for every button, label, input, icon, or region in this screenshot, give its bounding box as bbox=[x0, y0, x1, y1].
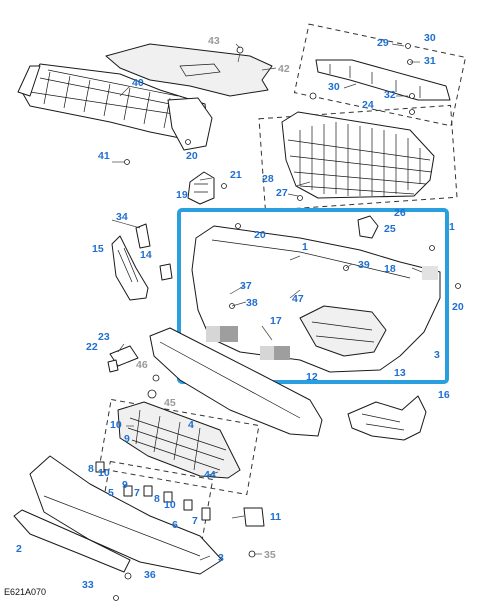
grille-bracket-group-box bbox=[293, 23, 467, 127]
lower-grille bbox=[117, 401, 241, 479]
figure-reference-code: E621A070 bbox=[4, 587, 47, 597]
callout-12: 12 bbox=[306, 371, 318, 383]
callout-21: 21 bbox=[230, 169, 242, 181]
lower-grille-group-box bbox=[98, 398, 260, 496]
callout-32: 32 bbox=[384, 89, 396, 101]
callout-30b: 30 bbox=[328, 81, 340, 93]
grille-group-box bbox=[258, 104, 458, 212]
callout-25: 25 bbox=[384, 223, 396, 235]
callout-29: 29 bbox=[377, 37, 389, 49]
callout-28: 28 bbox=[262, 173, 274, 185]
callout-17: 17 bbox=[270, 315, 282, 327]
callout-13: 13 bbox=[394, 367, 406, 379]
side-bracket-small bbox=[124, 139, 227, 205]
callout-20-right: 20 bbox=[452, 301, 464, 313]
callout-45: 45 bbox=[164, 397, 176, 409]
callout-10-lower: 10 bbox=[164, 499, 176, 511]
bumper-reinforcement-beam bbox=[17, 63, 213, 151]
callout-20-top: 20 bbox=[254, 229, 266, 241]
callout-42: 42 bbox=[278, 63, 290, 75]
callout-26: 26 bbox=[394, 207, 406, 219]
callout-1: 1 bbox=[302, 241, 308, 253]
callout-3-right: 3 bbox=[434, 349, 440, 361]
upper-cover-panel bbox=[105, 43, 273, 97]
callout-31: 31 bbox=[424, 55, 436, 67]
callout-35: 35 bbox=[264, 549, 276, 561]
bumper-cover-highlight-frame bbox=[177, 208, 449, 384]
callout-33: 33 bbox=[82, 579, 94, 591]
callout-labels: 43 42 40 41 20 21 19 29 30 31 30 32 24 2… bbox=[16, 32, 464, 591]
callout-46: 46 bbox=[136, 359, 148, 371]
callout-36: 36 bbox=[144, 569, 156, 581]
callout-20: 20 bbox=[186, 150, 198, 162]
clip-parts bbox=[95, 461, 211, 521]
callout-8: 8 bbox=[88, 463, 94, 475]
callout-34: 34 bbox=[116, 211, 128, 223]
callout-30: 30 bbox=[424, 32, 436, 44]
callout-9-lower: 9 bbox=[122, 479, 128, 491]
callout-23: 23 bbox=[98, 331, 110, 343]
callout-38: 38 bbox=[246, 297, 258, 309]
callout-2: 2 bbox=[16, 543, 22, 555]
small-clips-left bbox=[107, 345, 160, 399]
callout-24: 24 bbox=[362, 99, 374, 111]
callout-14: 14 bbox=[140, 249, 152, 261]
front-bumper-cover bbox=[191, 215, 461, 373]
callout-9: 9 bbox=[124, 433, 130, 445]
callout-16: 16 bbox=[438, 389, 450, 401]
callout-10-top: 10 bbox=[110, 419, 122, 431]
callout-1-right: 1 bbox=[449, 221, 455, 233]
grille-upper-bracket bbox=[315, 43, 451, 115]
callout-41: 41 bbox=[98, 150, 110, 162]
callout-22: 22 bbox=[86, 341, 98, 353]
callout-4: 4 bbox=[188, 419, 194, 431]
callout-15: 15 bbox=[92, 243, 104, 255]
callout-6: 6 bbox=[172, 519, 178, 531]
callout-39: 39 bbox=[358, 259, 370, 271]
left-side-bracket bbox=[111, 223, 173, 301]
callout-47: 47 bbox=[292, 293, 304, 305]
callout-10-left: 10 bbox=[98, 467, 110, 479]
lower-grille-surround bbox=[149, 327, 323, 437]
radiator-grille bbox=[281, 92, 435, 201]
callout-19: 19 bbox=[176, 189, 188, 201]
callout-43: 43 bbox=[208, 35, 220, 47]
license-bracket bbox=[243, 507, 265, 527]
callout-8-lower: 8 bbox=[154, 493, 160, 505]
lower-spoiler bbox=[13, 455, 256, 601]
callout-11: 11 bbox=[270, 511, 281, 523]
callout-7: 7 bbox=[134, 487, 140, 499]
callout-37: 37 bbox=[240, 280, 252, 292]
callout-27: 27 bbox=[276, 187, 288, 199]
callout-40: 40 bbox=[132, 77, 144, 89]
fog-lamp-bezel bbox=[347, 395, 427, 441]
callout-18: 18 bbox=[384, 263, 396, 275]
callout-44: 44 bbox=[204, 469, 216, 481]
callout-5: 5 bbox=[108, 487, 114, 499]
leader-lines bbox=[111, 43, 423, 561]
callout-7-lower: 7 bbox=[192, 515, 198, 527]
callout-3: 3 bbox=[218, 552, 224, 564]
